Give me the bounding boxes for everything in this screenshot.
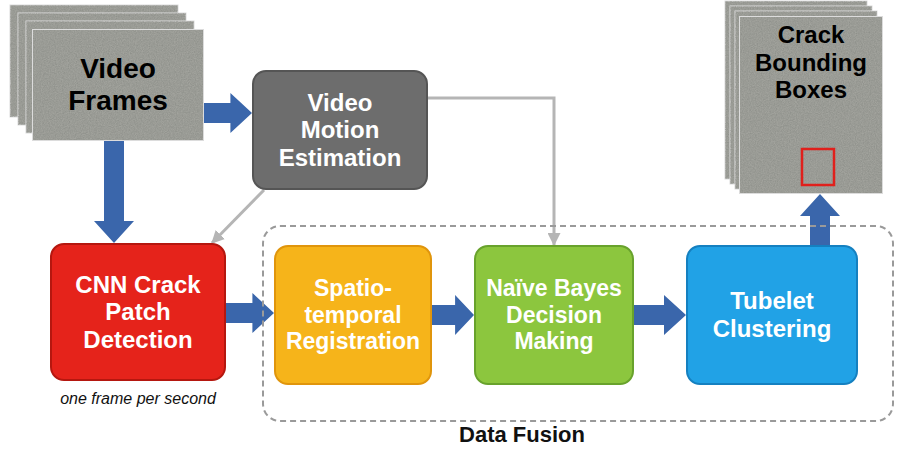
frame-grain [740,17,882,193]
node-label: Tubelet Clustering [697,287,847,342]
video-frame-stack: Video Frames [32,29,204,141]
block-arrow [226,293,274,333]
node-label: Video Motion Estimation [275,89,405,172]
block-arrow [204,93,252,133]
node-label: Video Frames [40,53,196,117]
frame-grain [33,30,203,140]
flow-line [428,98,554,245]
note-label: one frame per second [30,390,246,408]
note-holder: one frame per second [30,390,246,408]
crack-bounding-box [802,149,834,185]
data-fusion-region: Spatio- temporal Registration Naïve Bayes… [262,225,894,422]
process-box: Video Motion Estimation [252,70,428,190]
block-arrow [800,194,840,245]
region-label: Data Fusion [264,422,780,447]
frame-fill [740,17,882,193]
node-label: Spatio- temporal Registration [283,275,423,354]
process-box: Naïve Bayes Decision Making [474,245,634,385]
frame-fill [33,30,203,140]
flow-line [212,190,264,243]
block-arrow [94,141,134,243]
process-box: Spatio- temporal Registration [274,245,432,385]
node-label: Naïve Bayes Decision Making [483,275,625,354]
process-box: CNN Crack Patch Detection [50,243,226,381]
output-frame-stack: Crack Bounding Boxes [739,16,883,194]
node-label: Crack Bounding Boxes [745,21,877,104]
node-label: CNN Crack Patch Detection [67,271,209,354]
process-box: Tubelet Clustering [686,245,858,385]
block-arrow [634,295,686,335]
block-arrow [432,295,474,335]
